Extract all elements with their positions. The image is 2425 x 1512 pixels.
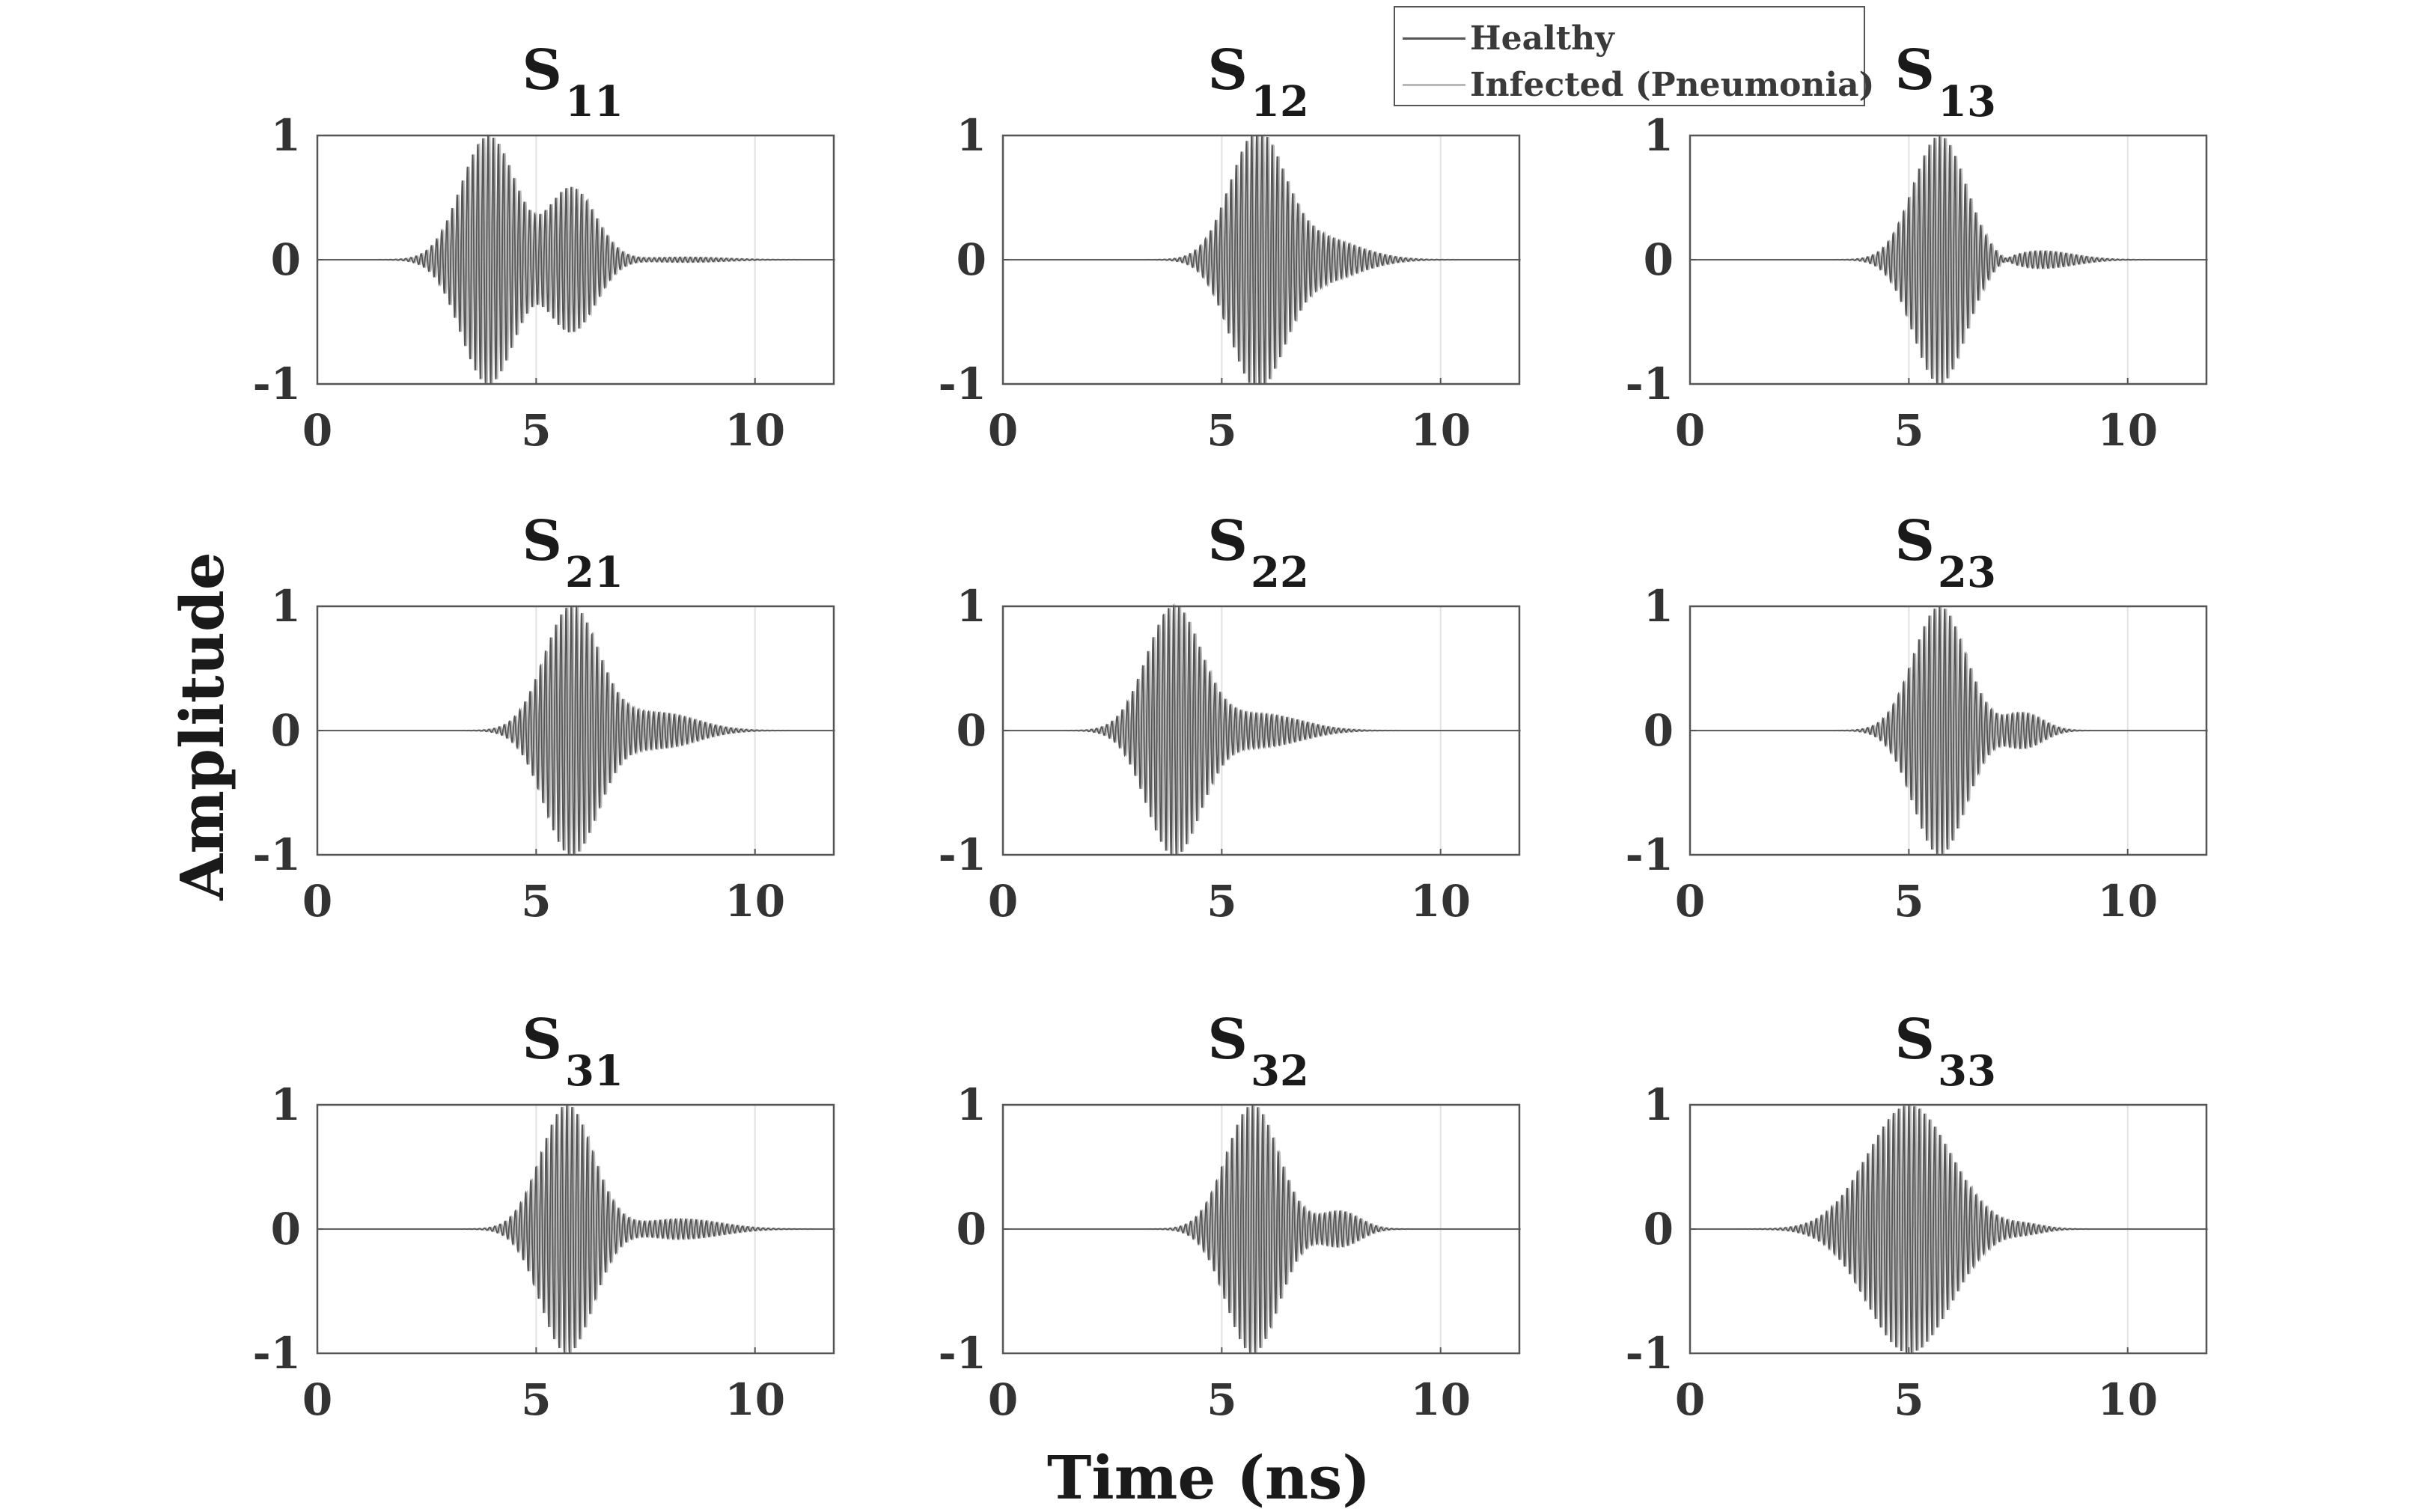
x-tick-label-s31: 10 <box>725 1374 785 1425</box>
series-line-healthy-s21 <box>317 606 834 856</box>
x-tick-label-s32: 10 <box>1410 1374 1471 1425</box>
x-tick-label-s33: 0 <box>1675 1374 1705 1425</box>
panel-title-s12: S <box>1208 38 1248 103</box>
x-tick-label-s11: 10 <box>725 405 785 456</box>
x-tick-label-s31: 5 <box>521 1374 551 1425</box>
y-tick-label-s33: -1 <box>1626 1328 1674 1379</box>
x-tick-label-s21: 0 <box>302 876 332 927</box>
x-tick-label-s31: 0 <box>302 1374 332 1425</box>
y-tick-label-s22: 1 <box>957 581 986 632</box>
y-tick-label-s33: 1 <box>1644 1079 1674 1130</box>
x-tick-label-s13: 0 <box>1675 405 1705 456</box>
x-tick-label-s22: 0 <box>988 876 1018 927</box>
y-tick-label-s21: -1 <box>253 829 301 880</box>
y-tick-label-s22: -1 <box>939 829 986 880</box>
y-tick-label-s21: 0 <box>271 705 301 756</box>
panel-title-subscript-s22: 22 <box>1251 548 1309 597</box>
y-tick-label-s31: -1 <box>253 1328 301 1379</box>
x-tick-label-s12: 10 <box>1410 405 1471 456</box>
panel-title-subscript-s11: 11 <box>565 77 623 126</box>
y-tick-label-s13: 1 <box>1644 110 1674 161</box>
y-tick-label-s32: 1 <box>957 1079 986 1130</box>
x-tick-label-s33: 5 <box>1894 1374 1924 1425</box>
y-tick-label-s11: 1 <box>271 110 301 161</box>
x-tick-label-s33: 10 <box>2097 1374 2158 1425</box>
y-tick-label-s31: 1 <box>271 1079 301 1130</box>
y-tick-label-s13: 0 <box>1644 234 1674 285</box>
panel-title-s22: S <box>1208 509 1248 573</box>
series-line-healthy-s32 <box>1003 1104 1519 1353</box>
y-tick-label-s33: 0 <box>1644 1204 1674 1255</box>
x-tick-label-s11: 0 <box>302 405 332 456</box>
legend-swatch-infected <box>1403 84 1465 86</box>
y-tick-label-s23: 0 <box>1644 705 1674 756</box>
series-line-healthy-s13 <box>1690 135 2206 384</box>
y-axis-label: Amplitude <box>167 552 237 900</box>
panel-title-s31: S <box>522 1008 562 1072</box>
panel-title-subscript-s23: 23 <box>1938 548 1996 597</box>
panel-title-s23: S <box>1895 509 1935 573</box>
y-tick-label-s12: 0 <box>957 234 986 285</box>
panel-title-subscript-s33: 33 <box>1938 1046 1996 1096</box>
x-tick-label-s22: 5 <box>1207 876 1236 927</box>
y-tick-label-s11: -1 <box>253 359 301 409</box>
y-tick-label-s12: -1 <box>939 359 986 409</box>
panel-title-s13: S <box>1895 38 1935 103</box>
legend-entry-infected: Infected (Pneumonia) <box>1395 61 1875 106</box>
y-tick-label-s32: 0 <box>957 1204 986 1255</box>
series-line-healthy-s31 <box>317 1104 834 1353</box>
y-tick-label-s23: 1 <box>1644 581 1674 632</box>
legend: Healthy Infected (Pneumonia) <box>1394 6 1875 106</box>
x-tick-label-s13: 5 <box>1894 405 1924 456</box>
panel-title-s21: S <box>522 509 562 573</box>
legend-label-healthy: Healthy <box>1470 19 1614 58</box>
panel-title-subscript-s21: 21 <box>565 548 623 597</box>
x-tick-label-s22: 10 <box>1410 876 1471 927</box>
x-tick-label-s23: 10 <box>2097 876 2158 927</box>
y-tick-label-s11: 0 <box>271 234 301 285</box>
series-line-healthy-s33 <box>1690 1105 2206 1353</box>
series-line-healthy-s23 <box>1690 606 2206 855</box>
legend-swatch-healthy <box>1403 37 1465 40</box>
y-tick-label-s12: 1 <box>957 110 986 161</box>
y-tick-label-s13: -1 <box>1626 359 1674 409</box>
y-tick-label-s22: 0 <box>957 705 986 756</box>
x-tick-label-s11: 5 <box>521 405 551 456</box>
x-axis-label: Time (ns) <box>1047 1442 1370 1512</box>
x-tick-label-s12: 0 <box>988 405 1018 456</box>
panel-title-subscript-s31: 31 <box>565 1046 623 1096</box>
panel-title-s32: S <box>1208 1008 1248 1072</box>
x-tick-label-s21: 5 <box>521 876 551 927</box>
panel-title-subscript-s12: 12 <box>1251 77 1309 126</box>
x-tick-label-s32: 0 <box>988 1374 1018 1425</box>
x-tick-label-s12: 5 <box>1207 405 1236 456</box>
panel-title-s33: S <box>1895 1008 1935 1072</box>
panel-title-subscript-s13: 13 <box>1938 77 1996 126</box>
y-tick-label-s31: 0 <box>271 1204 301 1255</box>
y-tick-label-s21: 1 <box>271 581 301 632</box>
series-line-healthy-s12 <box>1003 135 1519 385</box>
series-line-healthy-s11 <box>317 135 834 384</box>
legend-label-infected: Infected (Pneumonia) <box>1470 66 1875 104</box>
x-tick-label-s13: 10 <box>2097 405 2158 456</box>
x-tick-label-s21: 10 <box>725 876 785 927</box>
series-line-healthy-s22 <box>1003 603 1519 856</box>
panel-title-s11: S <box>522 38 562 103</box>
legend-entry-healthy: Healthy <box>1395 15 1864 60</box>
panel-title-subscript-s32: 32 <box>1251 1046 1309 1096</box>
x-tick-label-s23: 5 <box>1894 876 1924 927</box>
y-tick-label-s32: -1 <box>939 1328 986 1379</box>
x-tick-label-s23: 0 <box>1675 876 1705 927</box>
y-tick-label-s23: -1 <box>1626 829 1674 880</box>
x-tick-label-s32: 5 <box>1207 1374 1236 1425</box>
